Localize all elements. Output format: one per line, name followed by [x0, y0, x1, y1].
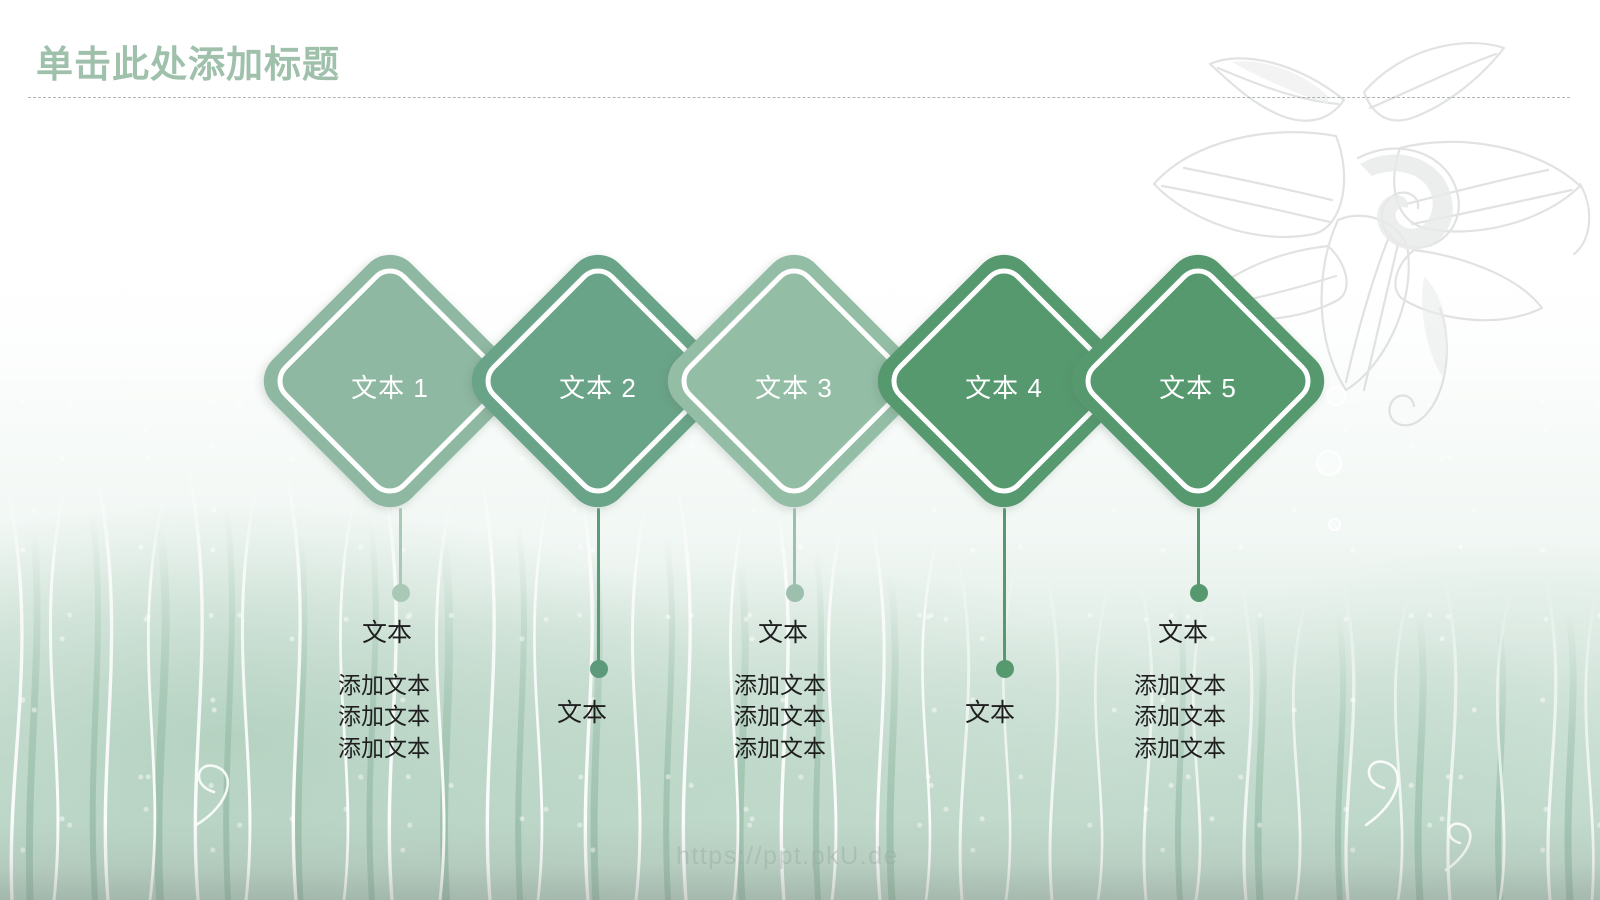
step-heading-1: 文本 — [362, 619, 413, 647]
watermark-url: https://ppt.pkU.de — [676, 842, 899, 870]
step-connector-line-4 — [1003, 508, 1006, 666]
step-text-block-5: 文本 添加文本 添加文本 添加文本 — [1134, 619, 1226, 765]
step-line: 添加文本 — [734, 671, 826, 698]
step-connector-dot-2 — [590, 660, 608, 678]
bokeh-circle — [1316, 450, 1342, 476]
step-connector-line-3 — [793, 508, 796, 590]
step-text-block-4: 文本 — [965, 699, 1016, 728]
step-line: 添加文本 — [1134, 671, 1226, 698]
bokeh-circle — [1328, 518, 1341, 531]
page-title: 单击此处添加标题 — [36, 44, 340, 85]
step-lines-5: 添加文本 添加文本 添加文本 — [1134, 670, 1226, 765]
step-line: 添加文本 — [734, 734, 826, 761]
step-line: 添加文本 — [1134, 703, 1226, 729]
step-heading-4: 文本 — [965, 699, 1016, 727]
step-connector-dot-1 — [392, 584, 410, 602]
step-lines-1: 添加文本 添加文本 添加文本 — [338, 670, 430, 765]
step-connector-line-5 — [1197, 508, 1200, 590]
step-connector-line-1 — [399, 508, 402, 590]
step-text-block-2: 文本 — [557, 699, 608, 728]
step-connector-dot-3 — [786, 584, 804, 602]
step-connector-line-2 — [597, 508, 600, 666]
step-lines-3: 添加文本 添加文本 添加文本 — [734, 670, 826, 765]
title-divider — [28, 97, 1570, 98]
bokeh-circle — [1326, 386, 1346, 406]
step-line: 添加文本 — [338, 703, 430, 729]
step-line: 添加文本 — [734, 703, 826, 729]
step-line: 添加文本 — [338, 734, 430, 761]
step-heading-2: 文本 — [557, 699, 608, 727]
step-line: 添加文本 — [1134, 734, 1226, 761]
step-connector-dot-5 — [1190, 584, 1208, 602]
decorative-flower-icon — [1132, 8, 1592, 438]
step-heading-3: 文本 — [758, 619, 809, 647]
step-text-block-1: 文本 添加文本 添加文本 添加文本 — [338, 619, 430, 765]
step-heading-5: 文本 — [1158, 619, 1209, 647]
step-text-block-3: 文本 添加文本 添加文本 添加文本 — [734, 619, 826, 765]
step-line: 添加文本 — [338, 671, 430, 698]
step-connector-dot-4 — [996, 660, 1014, 678]
